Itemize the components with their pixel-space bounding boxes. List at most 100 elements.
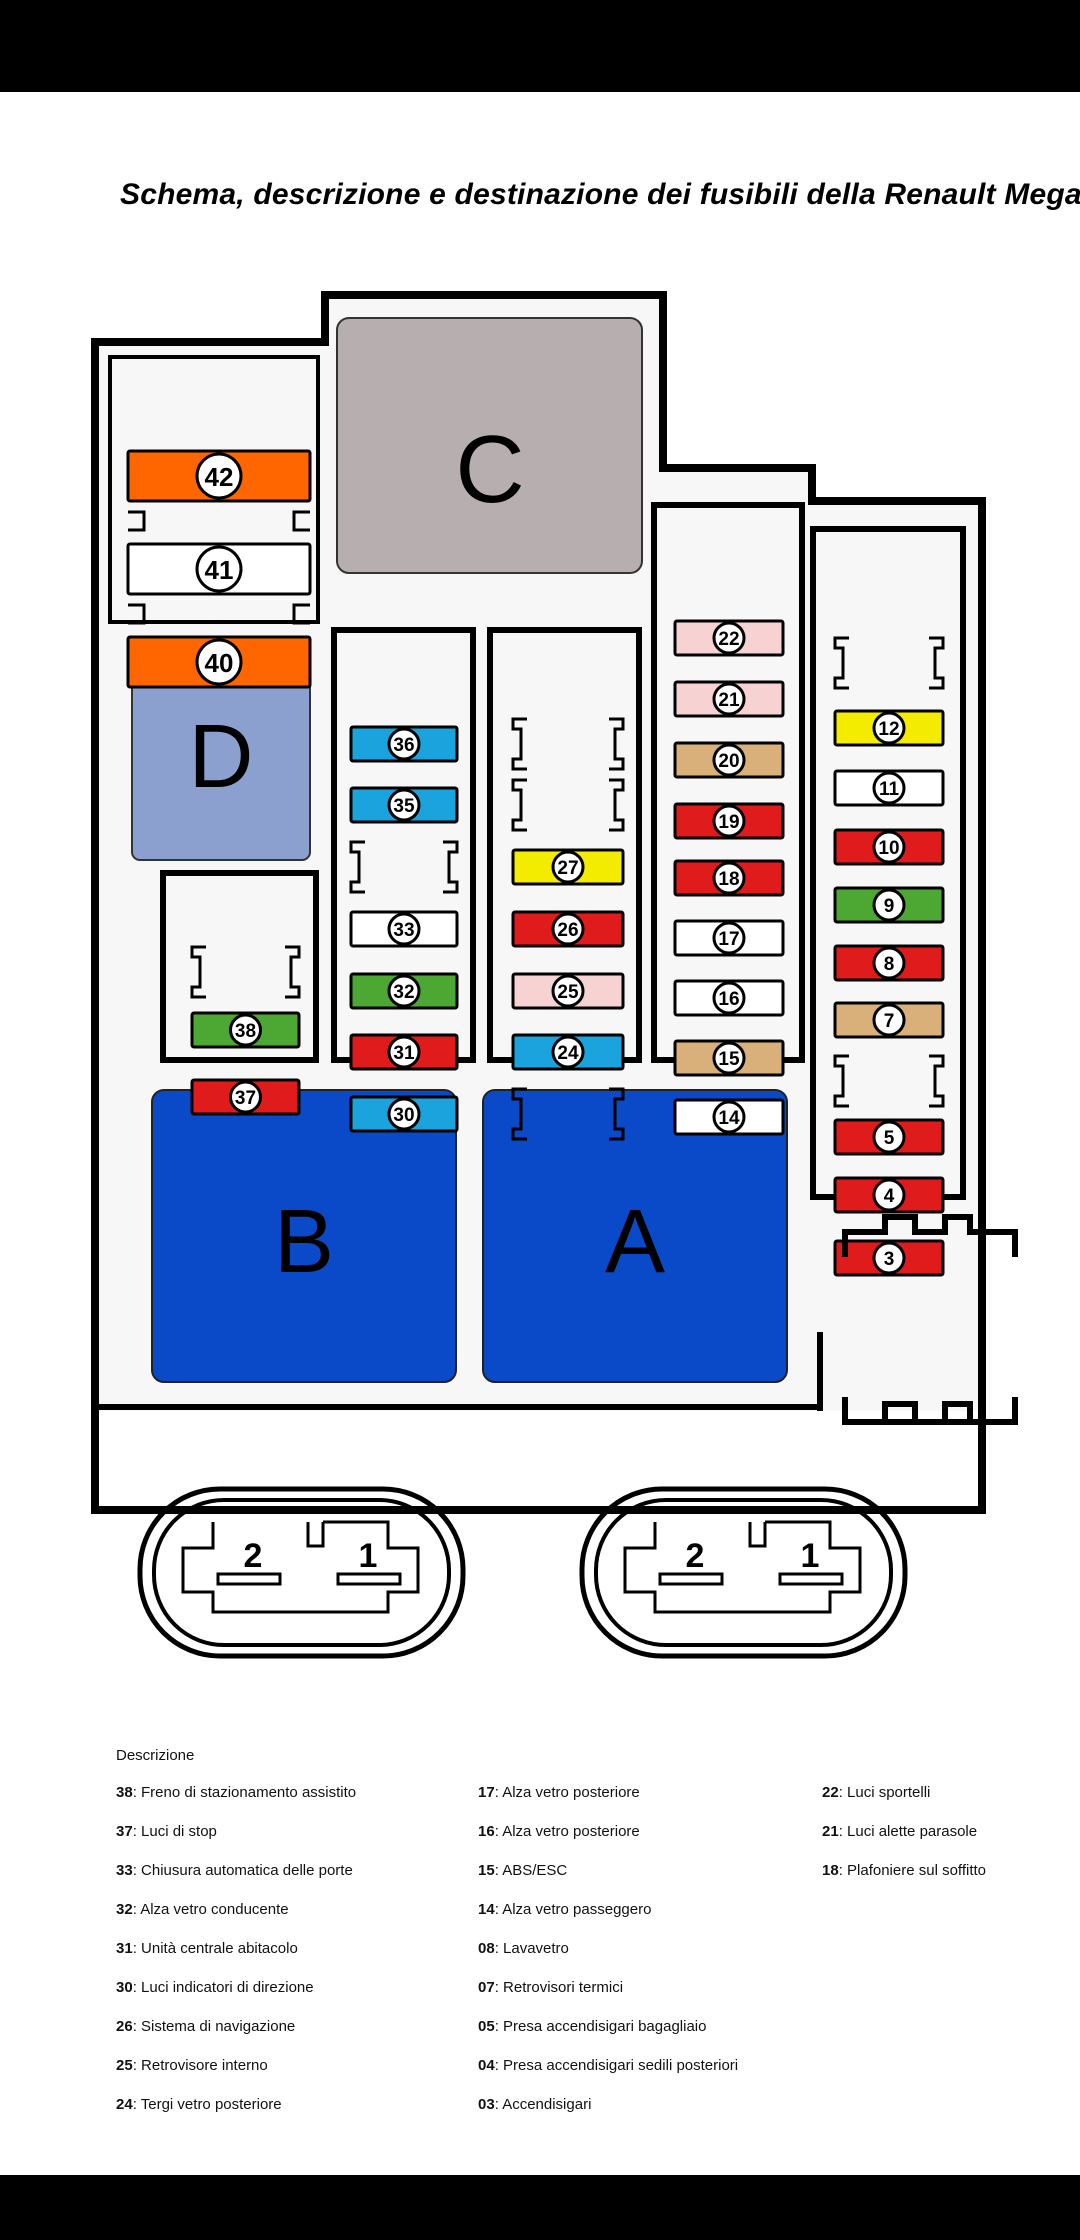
fuse-group-38-37-frame bbox=[160, 870, 319, 1063]
legend-description: : ABS/ESC bbox=[494, 1862, 568, 1879]
legend-description: : Alza vetro posteriore bbox=[494, 1823, 640, 1840]
fuse-number: 22 bbox=[718, 629, 739, 650]
legend-fuse-number: 30 bbox=[116, 1979, 133, 1996]
fuse-number: 14 bbox=[718, 1108, 740, 1129]
legend-item: 33: Chiusura automatica delle porte bbox=[116, 1862, 356, 1901]
fuse-27: 27 bbox=[511, 848, 625, 886]
fuse-9: 9 bbox=[833, 886, 945, 924]
fuse-number: 8 bbox=[884, 954, 895, 975]
fuse-8: 8 bbox=[833, 944, 945, 982]
legend-item: 18: Plafoniere sul soffitto bbox=[822, 1862, 986, 1901]
legend-description: : Alza vetro conducente bbox=[132, 1901, 289, 1918]
relay-b-label: B bbox=[274, 1192, 334, 1292]
fuse-box-diagram: C D B A 42414038373635333231302726252422… bbox=[91, 291, 1018, 1659]
fuse-20: 20 bbox=[673, 741, 785, 779]
fuse-25: 25 bbox=[511, 972, 625, 1010]
legend-description: : Chiusura automatica delle porte bbox=[132, 1862, 353, 1879]
fuse-24: 24 bbox=[511, 1033, 625, 1071]
legend-fuse-number: 32 bbox=[116, 1901, 133, 1918]
legend-description: : Luci di stop bbox=[132, 1823, 217, 1840]
legend-description: : Accendisigari bbox=[494, 2096, 592, 2113]
connector-pin-label: 2 bbox=[686, 1537, 705, 1575]
fuse-37: 37 bbox=[190, 1078, 301, 1116]
fuse-3: 3 bbox=[833, 1239, 945, 1277]
legend-description: : Lavavetro bbox=[494, 1940, 569, 1957]
legend-item: 22: Luci sportelli bbox=[822, 1784, 986, 1823]
fuse-26: 26 bbox=[511, 910, 625, 948]
fuse-22: 22 bbox=[673, 619, 785, 657]
fuse-number: 15 bbox=[718, 1049, 740, 1070]
legend-item: 05: Presa accendisigari bagagliaio bbox=[478, 2018, 738, 2057]
page: Schema, descrizione e destinazione dei f… bbox=[0, 92, 1080, 2175]
connector-pin-label: 1 bbox=[359, 1537, 378, 1575]
fuse-number: 21 bbox=[718, 690, 740, 711]
fuse-number: 18 bbox=[718, 869, 739, 890]
relay-c bbox=[336, 317, 643, 574]
relay-c-label: C bbox=[455, 416, 524, 523]
fuse-number: 35 bbox=[393, 796, 415, 817]
legend-fuse-number: 08 bbox=[478, 1940, 495, 1957]
fuse-40: 40 bbox=[126, 635, 312, 689]
fuse-group-left-top-frame bbox=[108, 355, 320, 624]
relay-a bbox=[482, 1089, 788, 1383]
fuse-slot-empty bbox=[511, 778, 625, 832]
legend-item: 37: Luci di stop bbox=[116, 1823, 356, 1862]
fuse-number: 16 bbox=[718, 989, 739, 1010]
fuse-slot-empty bbox=[833, 636, 945, 690]
fuse-32: 32 bbox=[349, 972, 459, 1010]
legend-description: : Retrovisori termici bbox=[494, 1979, 624, 1996]
fuse-number: 9 bbox=[884, 896, 895, 917]
fuse-number: 42 bbox=[205, 462, 234, 492]
fuse-number: 7 bbox=[884, 1011, 895, 1032]
fuse-slot-empty bbox=[349, 840, 459, 894]
fuse-number: 19 bbox=[718, 812, 739, 833]
fuse-38: 38 bbox=[190, 1011, 301, 1049]
page-title: Schema, descrizione e destinazione dei f… bbox=[120, 178, 1080, 211]
legend-fuse-number: 38 bbox=[116, 1784, 133, 1801]
fuse-35: 35 bbox=[349, 786, 459, 824]
fuse-number: 26 bbox=[557, 920, 578, 941]
fuse-number: 33 bbox=[393, 920, 414, 941]
legend-fuse-number: 07 bbox=[478, 1979, 495, 1996]
fuse-15: 15 bbox=[673, 1039, 785, 1077]
description-heading: Descrizione bbox=[116, 1747, 195, 1764]
legend-item: 14: Alza vetro passeggero bbox=[478, 1901, 738, 1940]
legend-description: : Alza vetro posteriore bbox=[494, 1784, 640, 1801]
legend-item: 03: Accendisigari bbox=[478, 2096, 738, 2135]
legend-item: 25: Retrovisore interno bbox=[116, 2057, 356, 2096]
fuse-number: 4 bbox=[884, 1186, 895, 1207]
connector-pin-label: 1 bbox=[801, 1537, 820, 1575]
legend-item: 30: Luci indicatori di direzione bbox=[116, 1979, 356, 2018]
legend-item: 26: Sistema di navigazione bbox=[116, 2018, 356, 2057]
legend-item: 38: Freno di stazionamento assistito bbox=[116, 1784, 356, 1823]
legend-fuse-number: 05 bbox=[478, 2018, 495, 2035]
fuse-number: 31 bbox=[393, 1043, 415, 1064]
legend-item: 15: ABS/ESC bbox=[478, 1862, 738, 1901]
fuse-number: 41 bbox=[205, 555, 234, 585]
legend-fuse-number: 26 bbox=[116, 2018, 133, 2035]
fuse-number: 12 bbox=[878, 719, 899, 740]
fuse-number: 25 bbox=[557, 982, 579, 1003]
fuse-number: 27 bbox=[557, 858, 578, 879]
fuse-number: 24 bbox=[557, 1043, 579, 1064]
relay-a-label: A bbox=[605, 1192, 665, 1292]
legend-item: 24: Tergi vetro posteriore bbox=[116, 2096, 356, 2135]
fuse-5: 5 bbox=[833, 1118, 945, 1156]
fuse-number: 30 bbox=[393, 1105, 414, 1126]
fuse-number: 37 bbox=[235, 1088, 256, 1109]
legend-fuse-number: 25 bbox=[116, 2057, 133, 2074]
legend-fuse-number: 15 bbox=[478, 1862, 495, 1879]
side-connector bbox=[842, 1214, 1018, 1425]
fuse-19: 19 bbox=[673, 802, 785, 840]
fuse-number: 36 bbox=[393, 735, 414, 756]
legend-description: : Sistema di navigazione bbox=[132, 2018, 296, 2035]
legend-item: 08: Lavavetro bbox=[478, 1940, 738, 1979]
legend-item: 16: Alza vetro posteriore bbox=[478, 1823, 738, 1862]
legend-description: : Tergi vetro posteriore bbox=[132, 2096, 282, 2113]
legend-description: : Presa accendisigari bagagliaio bbox=[494, 2018, 707, 2035]
fuse-36: 36 bbox=[349, 725, 459, 763]
legend-fuse-number: 03 bbox=[478, 2096, 495, 2113]
